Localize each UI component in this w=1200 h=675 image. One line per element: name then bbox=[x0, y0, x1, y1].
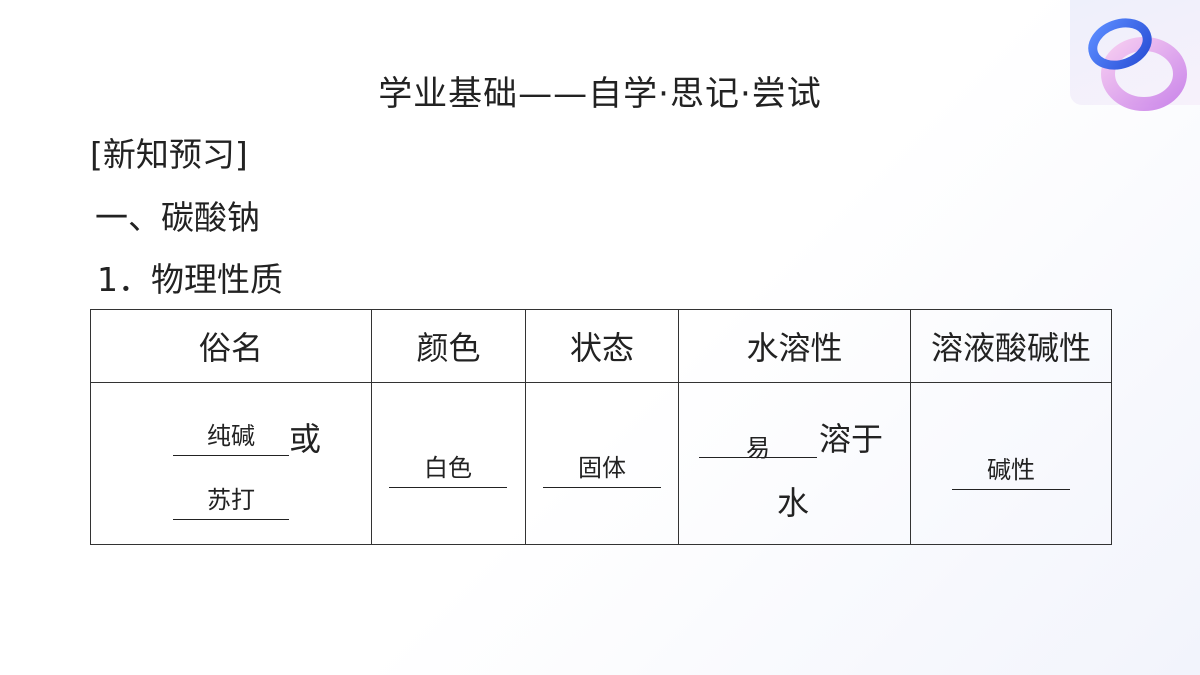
answer-blank: 易 bbox=[699, 427, 817, 462]
header-solubility: 水溶性 bbox=[678, 309, 911, 383]
table-header-row: 俗名 颜色 状态 水溶性 溶液酸碱性 bbox=[90, 309, 1112, 383]
cell-solubility: 易 溶于 水 bbox=[678, 382, 911, 545]
header-color: 颜色 bbox=[371, 309, 526, 383]
header-common-name: 俗名 bbox=[90, 309, 372, 383]
table-row: 纯碱 或 苏打 白色 固体 易 溶于 水 碱性 bbox=[90, 382, 1112, 545]
answer-blank: 白色 bbox=[389, 453, 507, 488]
cell-state: 固体 bbox=[525, 382, 679, 545]
section-heading: 一、碳酸钠 bbox=[95, 198, 260, 237]
page-title: 学业基础——自学·思记·尝试 bbox=[378, 74, 822, 114]
answer-blank: 苏打 bbox=[173, 485, 289, 520]
suffix-text: 溶于 bbox=[819, 420, 884, 458]
cell-alkalinity: 碱性 bbox=[910, 382, 1112, 545]
ring-icon bbox=[1088, 18, 1187, 111]
cell-common-name: 纯碱 或 苏打 bbox=[90, 382, 372, 545]
suffix-text: 水 bbox=[777, 484, 810, 522]
answer-blank: 固体 bbox=[543, 453, 661, 488]
answer-blank: 纯碱 bbox=[173, 421, 289, 456]
header-alkalinity: 溶液酸碱性 bbox=[910, 309, 1112, 383]
preview-label: [新知预习] bbox=[90, 135, 248, 174]
header-state: 状态 bbox=[525, 309, 679, 383]
properties-table: 俗名 颜色 状态 水溶性 溶液酸碱性 纯碱 或 苏打 白色 固体 易 溶于 水 … bbox=[90, 309, 1112, 545]
cell-color: 白色 bbox=[371, 382, 526, 545]
connector-text: 或 bbox=[289, 420, 322, 458]
answer-blank: 碱性 bbox=[952, 455, 1070, 490]
item-heading: 1．物理性质 bbox=[97, 260, 283, 299]
